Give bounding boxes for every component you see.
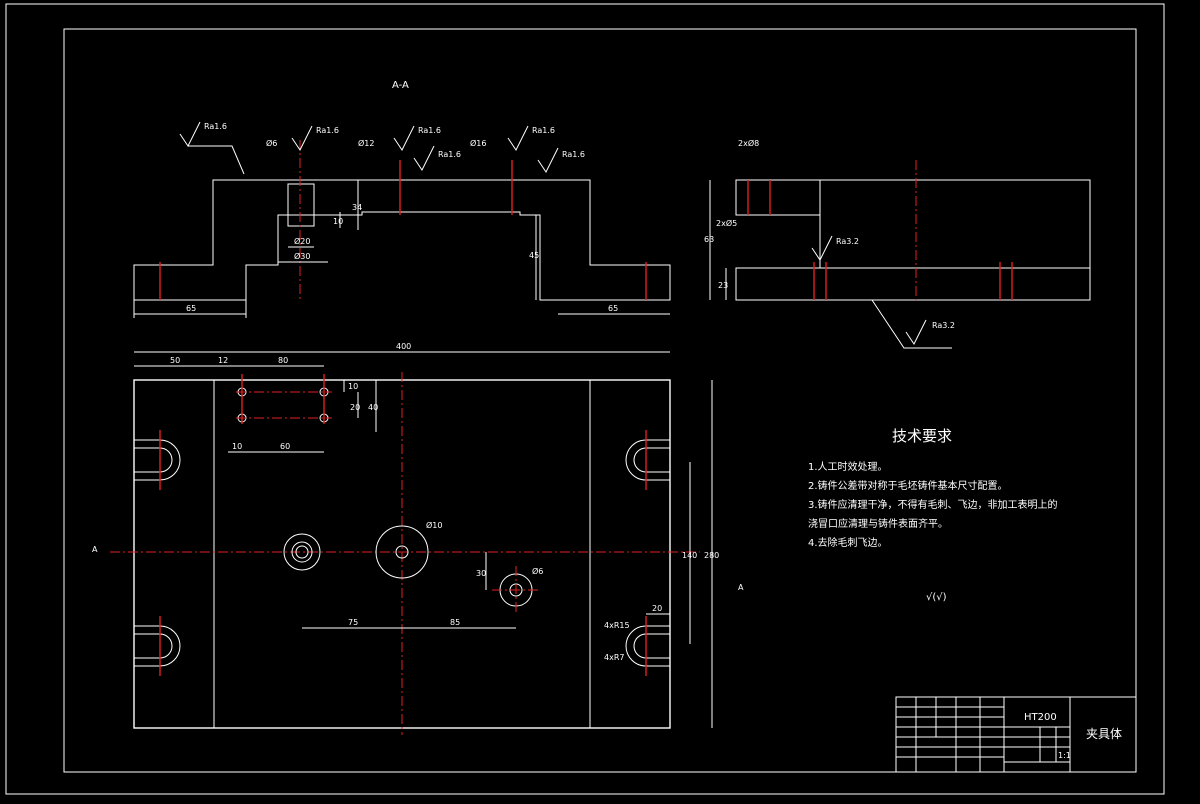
dim-50: 50 xyxy=(170,356,180,365)
dim-phi10: Ø10 xyxy=(426,520,442,530)
title-block: HT200 夹具体 1:1 xyxy=(895,696,1137,773)
section-view: 65 65 Ø30 Ø20 34 10 45 Ra1.6 Ra1.6 Ra1.6… xyxy=(133,121,671,318)
roughness-6: Ra1.6 xyxy=(562,150,585,159)
tech-item-1: 1.人工时效处理。 xyxy=(808,460,888,473)
part-name: 夹具体 xyxy=(1086,727,1122,741)
tech-title: 技术要求 xyxy=(892,427,952,445)
dim-63: 63 xyxy=(704,235,714,244)
dim-45: 45 xyxy=(529,251,539,260)
inner-frame xyxy=(63,28,1137,773)
hole-phi16: Ø16 xyxy=(470,138,486,148)
dim-60: 60 xyxy=(280,442,290,451)
dim-30: 30 xyxy=(476,569,486,578)
dim-65-right: 65 xyxy=(608,304,618,313)
roughness-3: Ra1.6 xyxy=(418,126,441,135)
plan-view: 400 50 12 80 10 20 40 10 60 75 85 140 28… xyxy=(92,342,744,735)
dim-75: 75 xyxy=(348,618,358,627)
roughness-2: Ra1.6 xyxy=(316,126,339,135)
roughness-4: Ra1.6 xyxy=(438,150,461,159)
outer-frame xyxy=(5,3,1165,795)
tech-requirements: 技术要求 1.人工时效处理。 2.铸件公差带对称于毛坯铸件基本尺寸配置。 3.铸… xyxy=(808,427,1058,603)
roughness-note: √(√) xyxy=(926,592,947,603)
dim-10: 10 xyxy=(333,217,343,226)
dim-140: 140 xyxy=(682,551,697,560)
dim-phi30: Ø30 xyxy=(294,251,310,261)
side-view: 63 23 2xØ8 2xØ5 Ra3.2 Ra3.2 xyxy=(704,138,1091,349)
dim-20b: 20 xyxy=(652,604,662,613)
tech-item-5: 4.去除毛刺飞边。 xyxy=(808,536,888,549)
dim-20: 20 xyxy=(350,403,360,412)
hole-phi6: Ø6 xyxy=(266,138,277,148)
dim-phi20: Ø20 xyxy=(294,236,310,246)
tech-item-3: 3.铸件应清理干净，不得有毛刺、飞边，非加工表明上的 xyxy=(808,498,1058,511)
dim-23: 23 xyxy=(718,281,728,290)
section-marker-right: A xyxy=(738,583,744,592)
dim-34: 34 xyxy=(352,203,362,212)
dim-r15: 4xR15 xyxy=(604,621,630,630)
roughness-5: Ra1.6 xyxy=(532,126,555,135)
side-hole-top: 2xØ8 xyxy=(738,138,759,148)
roughness-1: Ra1.6 xyxy=(204,122,227,131)
side-hole-mid: 2xØ5 xyxy=(716,218,737,228)
dim-10a: 10 xyxy=(348,382,358,391)
dim-40: 40 xyxy=(368,403,378,412)
material: HT200 xyxy=(1024,712,1057,723)
section-marker-left: A xyxy=(92,545,98,554)
dim-85: 85 xyxy=(450,618,460,627)
hole-phi12: Ø12 xyxy=(358,138,374,148)
dim-400: 400 xyxy=(396,342,411,351)
dim-10b: 10 xyxy=(232,442,242,451)
tech-item-2: 2.铸件公差带对称于毛坯铸件基本尺寸配置。 xyxy=(808,479,1008,492)
side-roughness-2: Ra3.2 xyxy=(932,321,955,330)
dim-phi6: Ø6 xyxy=(532,566,543,576)
dim-65-left: 65 xyxy=(186,304,196,313)
dim-80: 80 xyxy=(278,356,288,365)
dim-r7: 4xR7 xyxy=(604,653,624,662)
dim-280: 280 xyxy=(704,551,719,560)
dim-12: 12 xyxy=(218,356,228,365)
side-roughness-1: Ra3.2 xyxy=(836,237,859,246)
section-label: A-A xyxy=(392,80,409,91)
scale: 1:1 xyxy=(1058,751,1071,760)
tech-item-4: 浇冒口应清理与铸件表面齐平。 xyxy=(808,517,948,530)
